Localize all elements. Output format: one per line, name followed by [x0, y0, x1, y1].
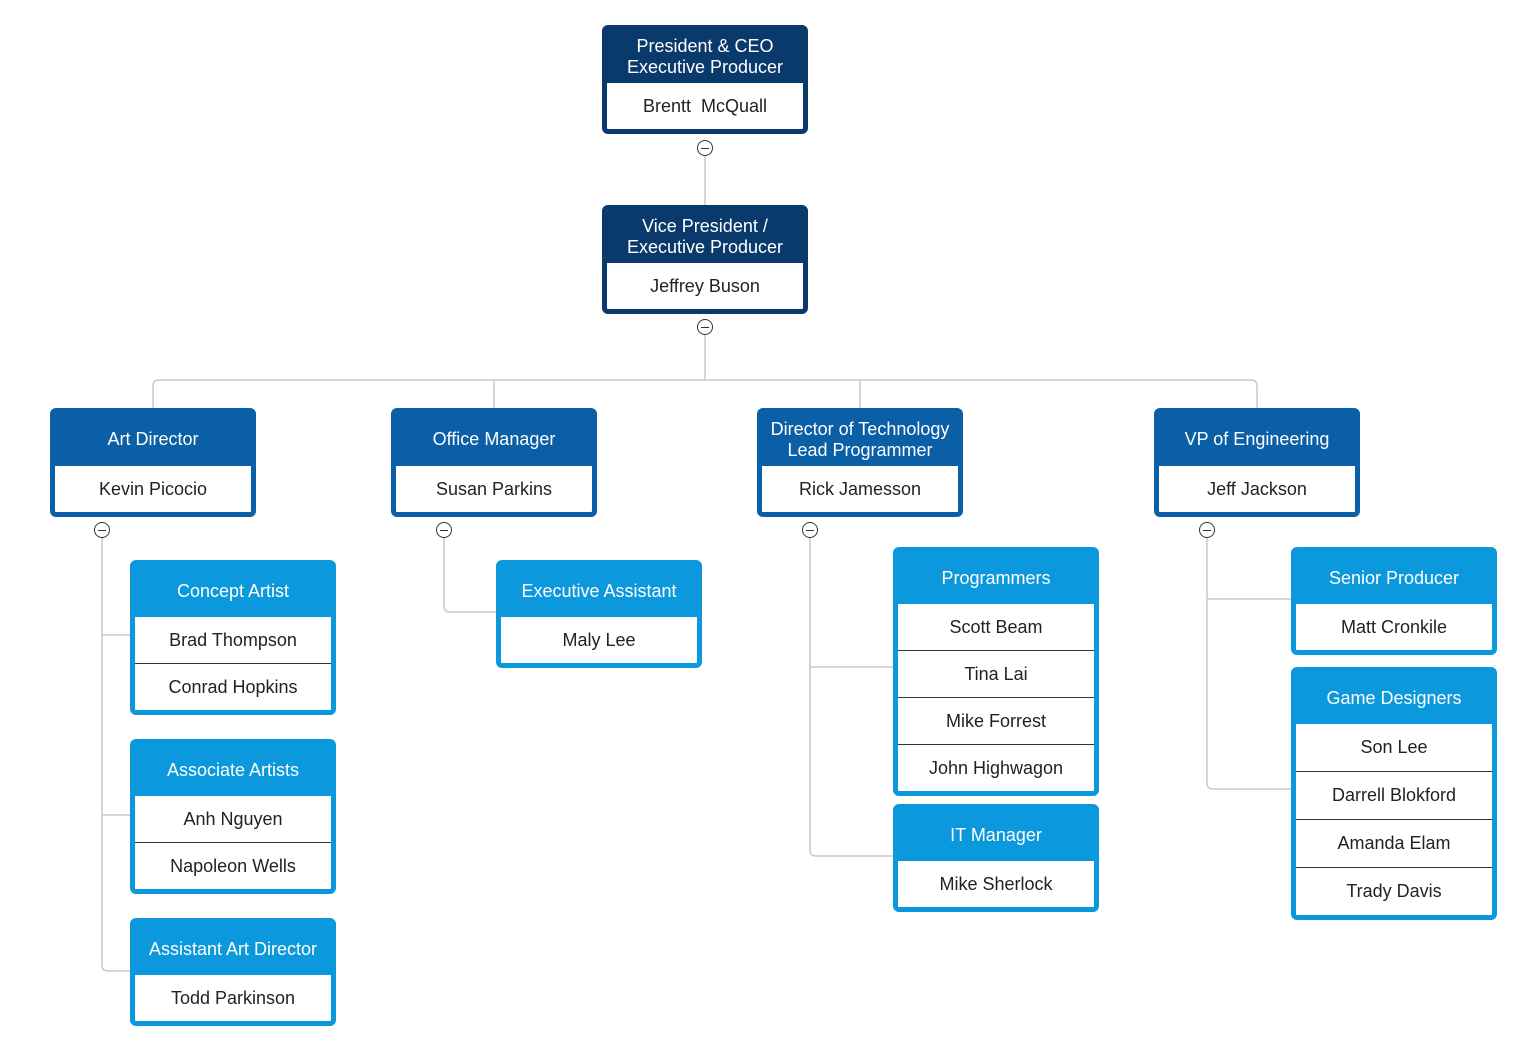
node-title: President & CEO Executive Producer	[607, 30, 803, 83]
node-game-designers[interactable]: Game Designers Son Lee Darrell Blokford …	[1291, 667, 1497, 920]
node-title: VP of Engineering	[1159, 413, 1355, 466]
person-name: Rick Jamesson	[798, 478, 922, 499]
collapse-minus-icon[interactable]	[436, 522, 452, 538]
node-executive-assistant[interactable]: Executive Assistant Maly Lee	[496, 560, 702, 668]
node-title: Office Manager	[396, 413, 592, 466]
node-president-ceo[interactable]: President & CEO Executive Producer Brent…	[602, 25, 808, 134]
person-name: Jeff Jackson	[1207, 478, 1307, 499]
person-name: Mike Sherlock	[939, 873, 1053, 894]
node-title: Executive Assistant	[501, 565, 697, 617]
node-title: Assistant Art Director	[135, 923, 331, 975]
node-title: Director of Technology Lead Programmer	[762, 413, 958, 466]
person-name: Son Lee	[1360, 737, 1428, 757]
node-art-director[interactable]: Art Director Kevin Picocio	[50, 408, 256, 517]
collapse-minus-icon[interactable]	[802, 522, 818, 538]
node-associate-artists[interactable]: Associate Artists Anh Nguyen Napoleon We…	[130, 739, 336, 894]
person-name: Anh Nguyen	[183, 808, 283, 829]
node-office-manager[interactable]: Office Manager Susan Parkins	[391, 408, 597, 517]
person-name: Susan Parkins	[435, 478, 553, 499]
person-name: Todd Parkinson	[170, 987, 296, 1008]
collapse-minus-icon[interactable]	[94, 522, 110, 538]
node-concept-artist[interactable]: Concept Artist Brad Thompson Conrad Hopk…	[130, 560, 336, 715]
person-name: Mike Forrest	[898, 697, 1094, 744]
node-director-of-technology[interactable]: Director of Technology Lead Programmer R…	[757, 408, 963, 517]
person-name: Darrell Blokford	[1296, 771, 1492, 819]
person-name: Amanda Elam	[1296, 819, 1492, 867]
node-programmers[interactable]: Programmers Scott Beam Tina Lai Mike For…	[893, 547, 1099, 796]
node-title: Senior Producer	[1296, 552, 1492, 604]
person-name: Jeffrey Buson	[650, 275, 760, 296]
node-vice-president[interactable]: Vice President / Executive Producer Jeff…	[602, 205, 808, 314]
person-name: Matt Cronkile	[1340, 616, 1448, 637]
node-title: Programmers	[898, 552, 1094, 604]
person-name: John Highwagon	[898, 744, 1094, 791]
node-assistant-art-director[interactable]: Assistant Art Director Todd Parkinson	[130, 918, 336, 1026]
node-title: Game Designers	[1296, 672, 1492, 724]
collapse-minus-icon[interactable]	[697, 319, 713, 335]
person-name: Kevin Picocio	[98, 478, 208, 499]
collapse-minus-icon[interactable]	[697, 140, 713, 156]
person-name: Tina Lai	[898, 650, 1094, 697]
person-name: Conrad Hopkins	[135, 663, 331, 710]
person-name: Scott Beam	[949, 616, 1043, 637]
person-name: Maly Lee	[562, 629, 636, 650]
node-title: Vice President / Executive Producer	[607, 210, 803, 263]
node-it-manager[interactable]: IT Manager Mike Sherlock	[893, 804, 1099, 912]
collapse-minus-icon[interactable]	[1199, 522, 1215, 538]
node-senior-producer[interactable]: Senior Producer Matt Cronkile	[1291, 547, 1497, 655]
person-name: Napoleon Wells	[135, 842, 331, 889]
node-title: Art Director	[55, 413, 251, 466]
node-title: Concept Artist	[135, 565, 331, 617]
node-title: IT Manager	[898, 809, 1094, 861]
person-name: Brentt McQuall	[642, 95, 768, 116]
node-title: Associate Artists	[135, 744, 331, 796]
person-name: Trady Davis	[1296, 867, 1492, 915]
person-name: Brad Thompson	[169, 629, 297, 650]
node-vp-of-engineering[interactable]: VP of Engineering Jeff Jackson	[1154, 408, 1360, 517]
